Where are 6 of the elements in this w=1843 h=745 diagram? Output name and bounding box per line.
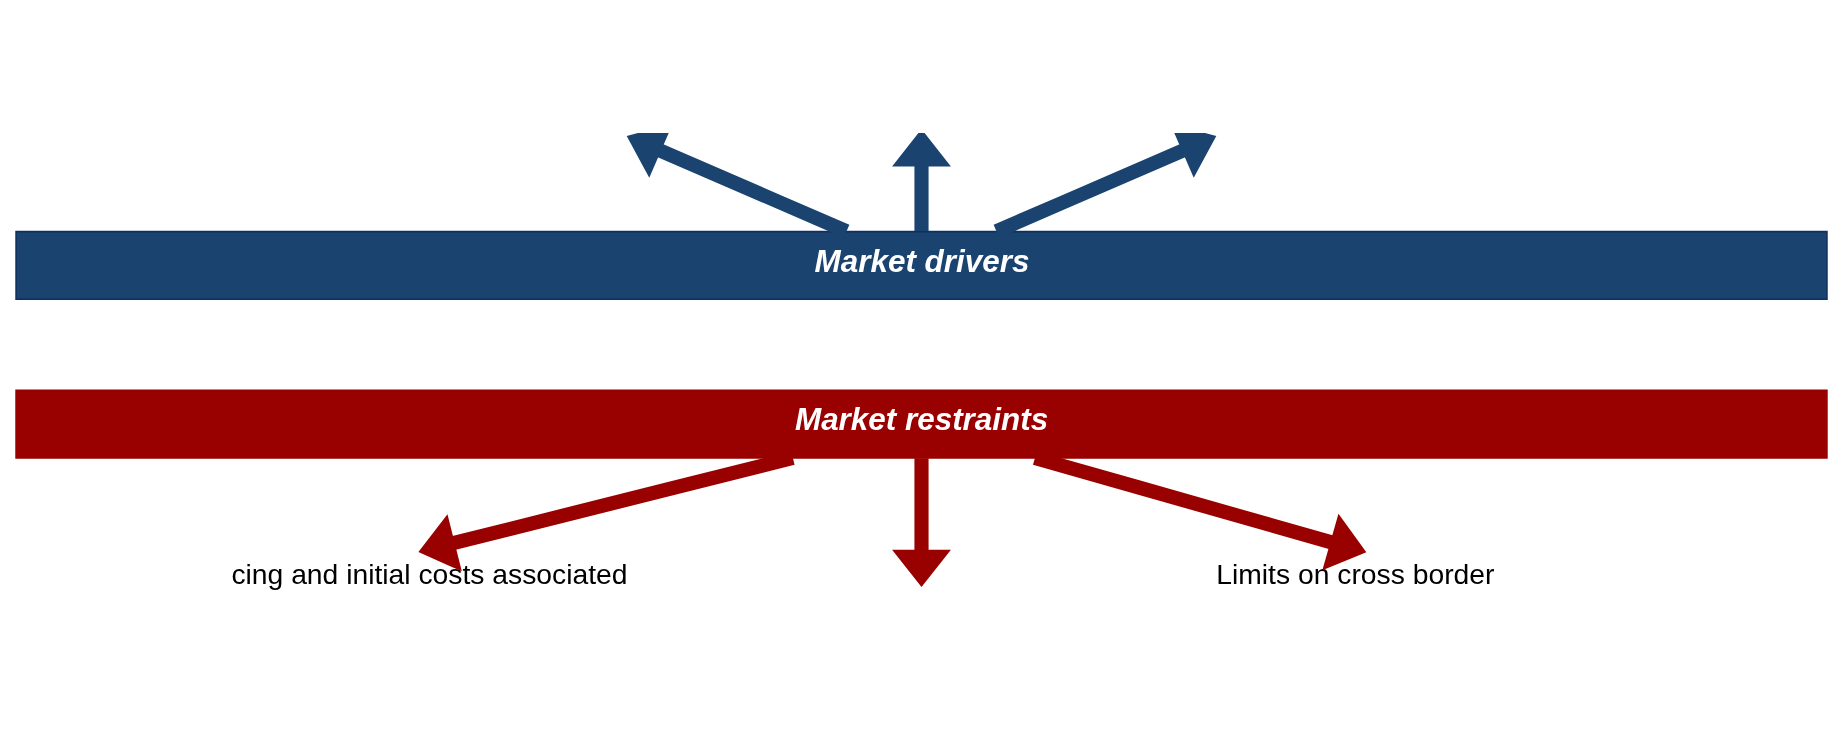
- node-text: cing and initial costs associated: [231, 558, 628, 591]
- node-box: Market restraints: [15, 389, 1828, 459]
- node-box: Market drivers: [15, 230, 1828, 300]
- arrow: [892, 133, 951, 231]
- node-text: Limits on cross border: [1216, 558, 1495, 591]
- arrow: [892, 458, 951, 588]
